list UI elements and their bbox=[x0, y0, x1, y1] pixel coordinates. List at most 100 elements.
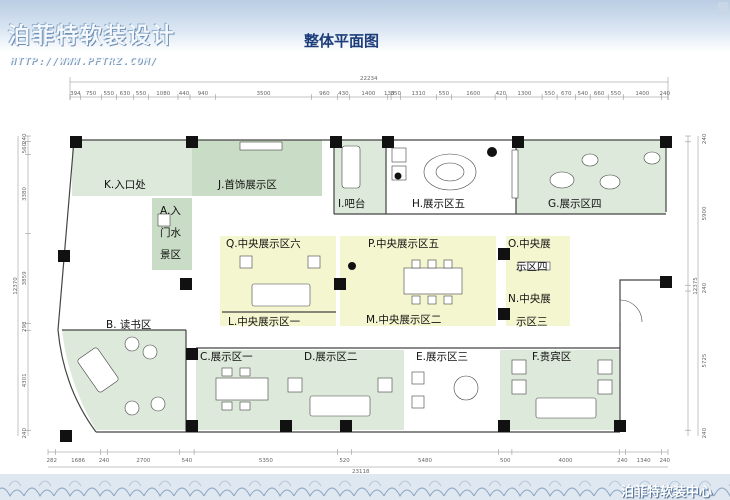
label-j: J.首饰展示区 bbox=[217, 178, 277, 191]
dimension-label: 1400 bbox=[635, 91, 649, 97]
wave-shape bbox=[413, 487, 445, 498]
display-shelf bbox=[517, 261, 551, 271]
label-a-line3: 景区 bbox=[160, 249, 181, 261]
wave-shape bbox=[173, 487, 205, 498]
room-labels: K.入口处 J.首饰展示区 I.吧台 H.展示区五 G.展示区四 A.入 门水 … bbox=[104, 178, 601, 363]
dimension-label: 1340 bbox=[637, 458, 651, 464]
label-n-line2: 示区三 bbox=[516, 316, 548, 328]
dimension-label: 1310 bbox=[411, 91, 425, 97]
reading-chair bbox=[124, 336, 140, 352]
label-h: H.展示区五 bbox=[412, 198, 465, 210]
dimension-label: 3859 bbox=[22, 271, 28, 285]
label-d: D.展示区二 bbox=[304, 351, 357, 363]
plant-icon bbox=[348, 262, 356, 270]
armchair bbox=[287, 377, 303, 393]
zone-b bbox=[62, 330, 186, 430]
wave-shape bbox=[473, 487, 505, 498]
wave-shape bbox=[83, 487, 115, 498]
column bbox=[186, 420, 198, 432]
sofa bbox=[535, 397, 597, 419]
label-l: L.中央展示区一 bbox=[228, 315, 301, 328]
column bbox=[498, 308, 510, 320]
plant-icon bbox=[394, 172, 402, 180]
dimension-label: 750 bbox=[86, 91, 97, 97]
wave-shape bbox=[383, 487, 415, 498]
chair bbox=[443, 295, 453, 305]
dimension-label: 240 bbox=[99, 458, 110, 464]
dimension-label: 550 bbox=[544, 91, 555, 97]
wave-shape bbox=[0, 487, 25, 498]
label-o-line1: O.中央展 bbox=[508, 237, 551, 250]
dimension-label: 240 bbox=[702, 133, 708, 144]
top-total-dimension: 22234 bbox=[360, 76, 378, 82]
dimension-total: 12375 bbox=[693, 277, 699, 295]
label-b: B. 读书区 bbox=[106, 318, 151, 331]
dimension-label: 550 bbox=[104, 91, 115, 97]
wave-shape bbox=[248, 480, 262, 487]
wave-shape bbox=[638, 480, 652, 487]
dimension-label: 540 bbox=[578, 91, 589, 97]
wave-shape bbox=[458, 480, 472, 487]
column bbox=[70, 136, 82, 148]
label-p: P.中央展示区五 bbox=[368, 237, 439, 250]
label-a-line1: A.入 bbox=[160, 205, 181, 217]
round-table bbox=[453, 375, 479, 401]
dimension-label: 240 bbox=[660, 458, 671, 464]
column bbox=[330, 136, 342, 148]
zone-o-n bbox=[506, 236, 570, 326]
column bbox=[186, 136, 198, 148]
dimension-label: 940 bbox=[198, 91, 209, 97]
wave-shape bbox=[158, 480, 172, 487]
bottom-total-dimension: 23118 bbox=[352, 469, 370, 475]
chair bbox=[239, 401, 251, 411]
armchair bbox=[411, 371, 425, 385]
company-logo: 泊菲特软装设计 bbox=[8, 23, 177, 49]
display-table bbox=[403, 267, 463, 295]
zones bbox=[62, 140, 666, 430]
dimension-label: 1300 bbox=[517, 91, 531, 97]
wave-shape bbox=[278, 480, 292, 487]
wave-shape bbox=[38, 480, 52, 487]
armchair bbox=[597, 379, 613, 395]
header-banner bbox=[0, 0, 730, 52]
chair bbox=[411, 295, 421, 305]
dimension-label: 130 bbox=[384, 91, 395, 97]
dimension-label: 5350 bbox=[259, 458, 273, 464]
armchair bbox=[307, 255, 321, 269]
wave-shape bbox=[308, 480, 322, 487]
label-i: I.吧台 bbox=[338, 197, 365, 210]
zone-a bbox=[152, 198, 192, 270]
wave-shape bbox=[233, 487, 265, 498]
wave-shape bbox=[563, 487, 595, 498]
dimension-label: 240 bbox=[617, 458, 628, 464]
dimension-label: 240 bbox=[702, 282, 708, 293]
website-url[interactable]: HTTP://WWW.PFTRZ.COM/ bbox=[10, 56, 158, 67]
dimension-label: 3380 bbox=[22, 187, 28, 201]
wave-shape bbox=[533, 487, 565, 498]
column bbox=[614, 420, 626, 432]
wave-shape bbox=[623, 487, 655, 498]
wave-shape bbox=[578, 480, 592, 487]
label-m: M.中央展示区二 bbox=[366, 313, 441, 326]
dimension-label: 240 bbox=[22, 133, 28, 144]
dimension-label: 282 bbox=[47, 458, 58, 464]
column bbox=[498, 248, 510, 260]
display-table bbox=[215, 377, 269, 401]
label-f: F.贵宾区 bbox=[532, 350, 571, 363]
dimension-label: 1600 bbox=[466, 91, 480, 97]
wave-shape bbox=[428, 480, 442, 487]
display-stone bbox=[599, 174, 621, 190]
label-q: Q.中央展示区六 bbox=[226, 237, 301, 250]
dimension-label: 550 bbox=[610, 91, 621, 97]
dimension-label: 2700 bbox=[136, 458, 150, 464]
dimension-label: 430 bbox=[338, 91, 349, 97]
plant-icon bbox=[487, 147, 497, 157]
wave-shape bbox=[713, 487, 730, 498]
walls bbox=[57, 139, 667, 433]
dimension-total: 12370 bbox=[13, 277, 19, 295]
zone-g bbox=[516, 140, 666, 214]
dimension-label: 660 bbox=[594, 91, 605, 97]
